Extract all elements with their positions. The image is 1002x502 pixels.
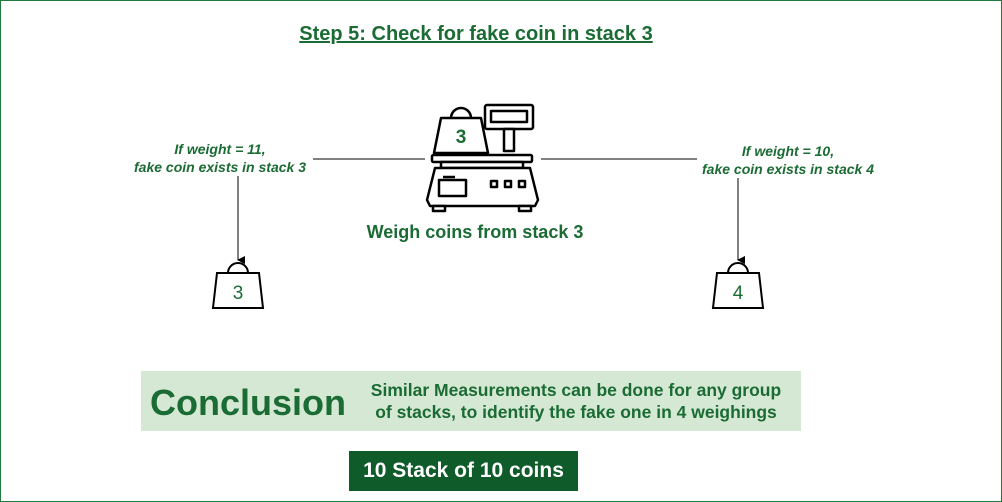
left-condition: If weight = 11, fake coin exists in stac… [110, 140, 330, 176]
left-result-number: 3 [232, 283, 244, 304]
right-condition-line2: fake coin exists in stack 4 [702, 161, 874, 177]
right-condition-line1: If weight = 10, [741, 143, 835, 159]
footer-badge [349, 451, 578, 491]
page-title: Step 5: Check for fake coin in stack 3 [299, 23, 653, 45]
right-result-number: 4 [732, 283, 744, 304]
conclusion-line2: of stacks, to identify the fake one in 4… [375, 402, 777, 422]
left-condition-line1: If weight = 11, [174, 141, 266, 157]
conclusion-panel [141, 371, 801, 431]
weighing-scale-icon [425, 103, 540, 213]
conclusion-heading: Conclusion [150, 382, 346, 423]
scale-caption: Weigh coins from stack 3 [366, 222, 584, 242]
left-condition-line2: fake coin exists in stack 3 [134, 159, 306, 175]
conclusion-text: Similar Measurements can be done for any… [356, 379, 796, 423]
conclusion-line1: Similar Measurements can be done for any… [370, 380, 782, 400]
right-condition: If weight = 10, fake coin exists in stac… [678, 142, 898, 178]
weight-icon [211, 262, 265, 309]
scale-stack-number: 3 [455, 127, 467, 148]
footer-label: 10 Stack of 10 coins [363, 459, 564, 482]
weight-icon [711, 262, 765, 309]
